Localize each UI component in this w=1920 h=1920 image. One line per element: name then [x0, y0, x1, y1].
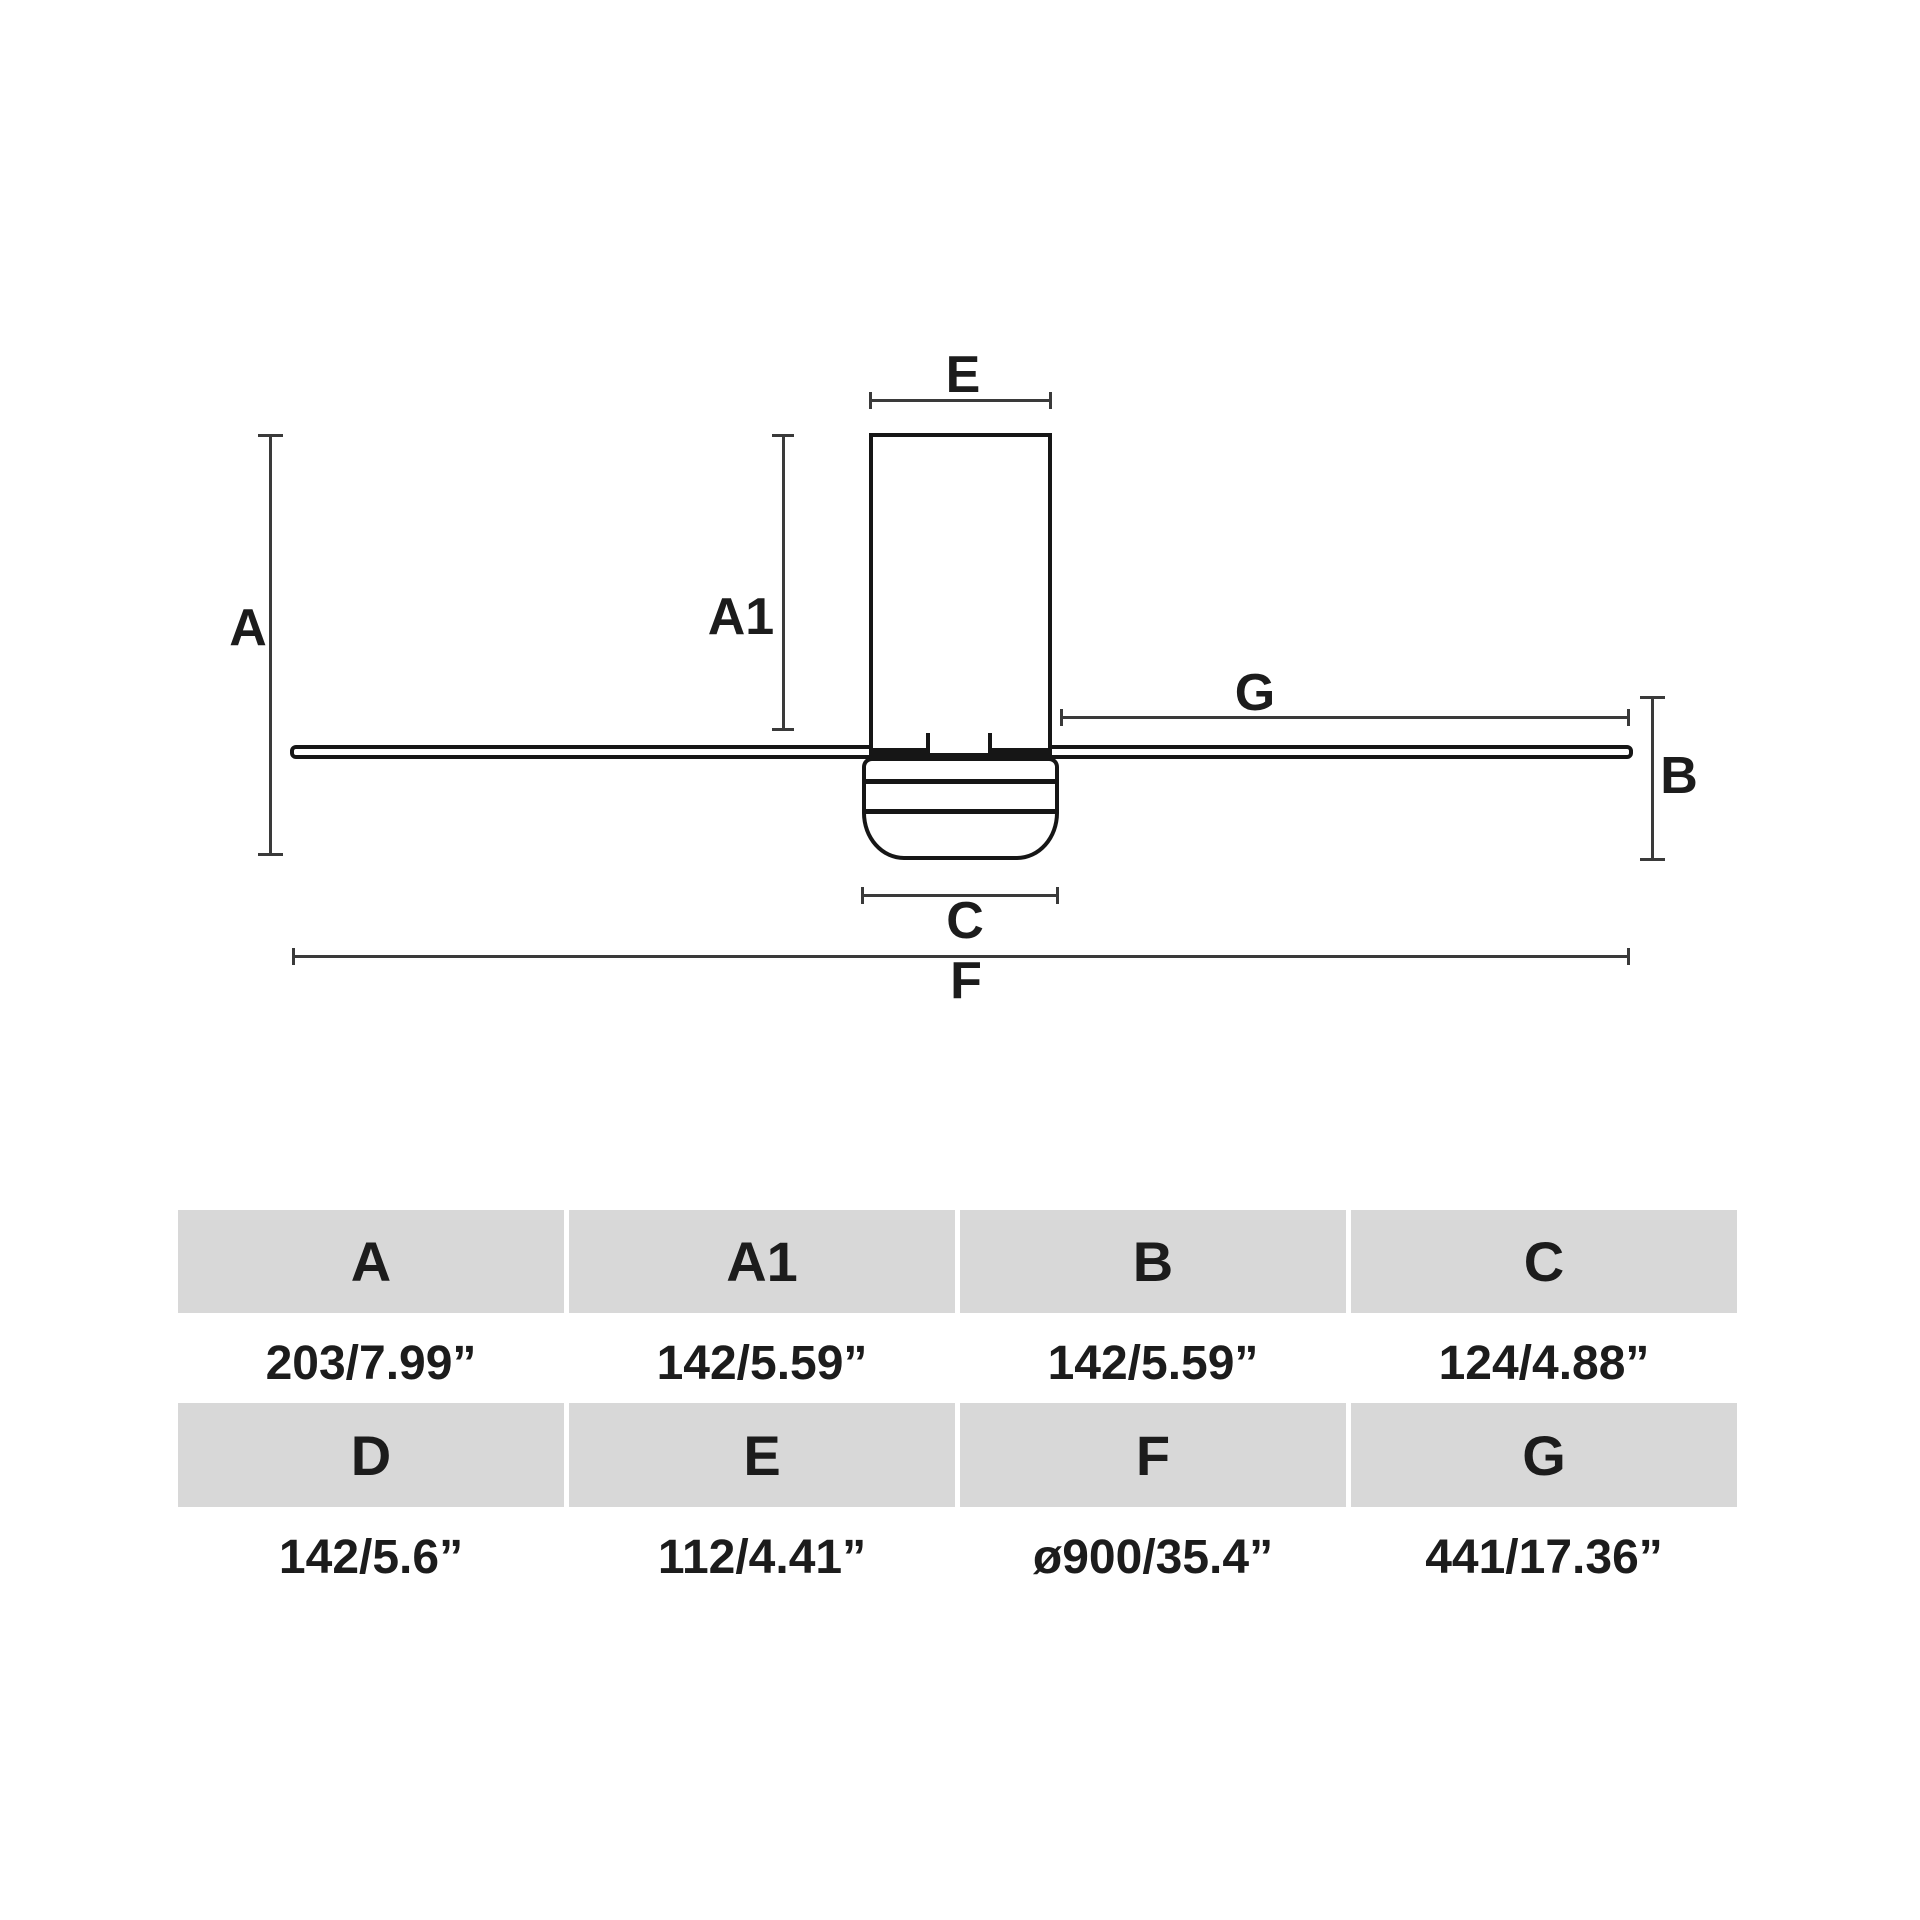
table-value-d: 142/5.6” [178, 1507, 564, 1597]
dim-g-tick-right [1627, 709, 1630, 726]
housing-seam-1 [864, 779, 1057, 784]
dim-line-c [861, 894, 1059, 897]
table-header-b: B [960, 1210, 1346, 1313]
dim-label-b: B [1660, 747, 1698, 805]
dim-f-tick-right [1627, 948, 1630, 965]
table-header-f: F [960, 1403, 1346, 1507]
dim-e-tick-left [869, 392, 872, 409]
dim-c-tick-right [1056, 887, 1059, 904]
housing-seam-2 [864, 809, 1057, 814]
table-header-c: C [1351, 1210, 1737, 1313]
table-header-a: A [178, 1210, 564, 1313]
dim-line-f [292, 955, 1630, 958]
motor-housing [862, 757, 1059, 860]
fan-body-column [869, 433, 1052, 752]
dim-line-a1 [782, 435, 785, 730]
dim-e-tick-right [1049, 392, 1052, 409]
table-value-a1: 142/5.59” [569, 1313, 955, 1403]
dim-a1-tick-top [772, 434, 794, 437]
table-value-a: 203/7.99” [178, 1313, 564, 1403]
dim-label-a1: A1 [707, 588, 775, 646]
dim-label-f: F [950, 952, 982, 1010]
dim-c-tick-left [861, 887, 864, 904]
table-value-b: 142/5.59” [960, 1313, 1346, 1403]
table-header-a1: A1 [569, 1210, 955, 1313]
dim-g-tick-left [1060, 709, 1063, 726]
dim-a1-tick-bottom [772, 728, 794, 731]
dim-b-tick-bottom [1640, 858, 1665, 861]
dim-line-b [1651, 697, 1654, 860]
dim-line-e [871, 399, 1050, 402]
dim-line-a [269, 435, 272, 855]
table-header-g: G [1351, 1403, 1737, 1507]
table-value-g: 441/17.36” [1351, 1507, 1737, 1597]
table-header-d: D [178, 1403, 564, 1507]
table-value-e: 112/4.41” [569, 1507, 955, 1597]
dim-a-tick-bottom [258, 853, 283, 856]
hub-notch [926, 733, 992, 753]
table-value-c: 124/4.88” [1351, 1313, 1737, 1403]
dim-line-g [1060, 716, 1630, 719]
dim-label-a: A [229, 599, 267, 657]
dimensions-table: A A1 B C 203/7.99” 142/5.59” 142/5.59” 1… [178, 1210, 1737, 1597]
table-header-e: E [569, 1403, 955, 1507]
dim-f-tick-left [292, 948, 295, 965]
table-value-f: ø900/35.4” [960, 1507, 1346, 1597]
dim-label-e: E [945, 346, 981, 404]
dim-a-tick-top [258, 434, 283, 437]
dim-label-c: C [946, 892, 984, 950]
dim-b-tick-top [1640, 696, 1665, 699]
dim-label-g: G [1234, 664, 1276, 722]
